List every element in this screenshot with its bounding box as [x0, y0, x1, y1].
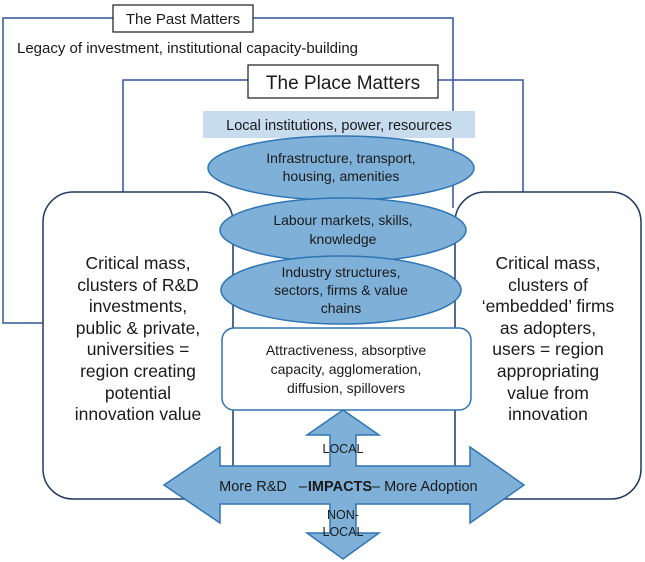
place-matters-title-box: [247, 64, 439, 99]
right-panel-line: ‘embedded’ firms: [481, 296, 615, 317]
right-panel-line: innovation: [508, 404, 588, 425]
infrastructure-label-2: housing, amenities: [283, 168, 400, 184]
industry-label-3: chains: [321, 300, 361, 316]
left-panel-line: potential: [104, 382, 172, 403]
nonlocal-label-2: LOCAL: [323, 525, 364, 539]
left-panel-line: region creating: [80, 360, 196, 381]
labour-ellipse: [219, 197, 467, 263]
past-matters-frame-right: [253, 17, 454, 208]
attractiveness-label-2: capacity, agglomeration,: [271, 361, 422, 377]
right-panel-text: Critical mass, clusters of ‘embedded’ fi…: [458, 253, 638, 426]
right-panel-line: Critical mass,: [495, 253, 601, 273]
impacts-label-center: IMPACTS: [308, 479, 373, 495]
industry-ellipse: [220, 255, 462, 325]
right-panel-line: value from: [507, 382, 589, 403]
past-matters-subtitle: Legacy of investment, institutional capa…: [17, 40, 358, 57]
institutions-label: Local institutions, power, resources: [226, 118, 452, 134]
place-matters-frame: [122, 79, 248, 193]
attractiveness-box: [221, 327, 472, 411]
left-panel-text: Critical mass, clusters of R&D investmen…: [48, 253, 228, 426]
attractiveness-label-3: diffusion, spillovers: [287, 380, 405, 396]
right-panel-line: appropriating: [496, 360, 600, 381]
left-panel-line: innovation value: [74, 404, 202, 425]
industry-label-2: sectors, firms & value: [274, 282, 408, 298]
industry-label-1: Industry structures,: [281, 264, 400, 280]
institutions-band: [203, 111, 475, 138]
labour-label-1: Labour markets, skills,: [273, 212, 412, 228]
past-matters-title-box: [112, 4, 254, 33]
attractiveness-label-1: Attractiveness, absorptive: [266, 342, 427, 358]
left-panel-line: investments,: [88, 296, 188, 317]
nonlocal-label-1: NON-: [327, 508, 359, 522]
left-panel-line: Critical mass,: [85, 253, 191, 273]
past-matters-title: The Past Matters: [126, 11, 240, 28]
impacts-label-left: More R&D –: [219, 479, 308, 495]
past-matters-frame: [2, 17, 113, 324]
left-panel-line: clusters of R&D: [77, 274, 199, 295]
place-matters-frame-right: [438, 79, 524, 193]
right-panel-line: clusters of: [508, 274, 588, 295]
infrastructure-label-1: Infrastructure, transport,: [266, 150, 415, 166]
labour-label-2: knowledge: [310, 231, 377, 247]
right-panel-line: as adopters,: [499, 317, 597, 338]
impacts-arrow: [162, 409, 526, 560]
left-panel-line: universities =: [86, 339, 190, 360]
left-panel-line: public & private,: [75, 317, 201, 338]
right-panel-line: users = region: [492, 339, 604, 360]
local-label: LOCAL: [323, 442, 364, 456]
impacts-label-right: – More Adoption: [372, 479, 478, 495]
place-matters-title: The Place Matters: [266, 73, 420, 94]
